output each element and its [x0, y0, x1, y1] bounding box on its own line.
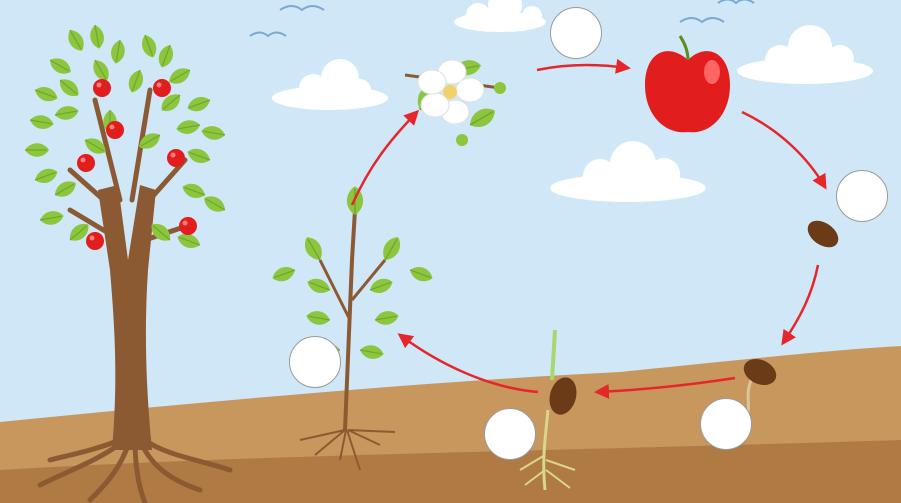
seedling-icon	[519, 329, 577, 491]
flower-icon	[404, 57, 506, 146]
cloud	[272, 59, 388, 110]
bird	[279, 5, 325, 12]
cloud	[550, 141, 706, 202]
cycle-arrows	[350, 58, 827, 399]
arrow-germination-to-seedling	[594, 376, 736, 399]
arrow-flower-to-fruit	[536, 58, 631, 74]
tree-trunk	[98, 185, 156, 450]
cloud	[454, 0, 546, 32]
stage-label-fruit[interactable]	[836, 170, 888, 222]
arrow-fruit-to-seed	[741, 110, 827, 190]
bird	[679, 17, 725, 24]
sapling-roots	[299, 429, 396, 471]
seed-icon	[807, 220, 839, 248]
sapling-icon	[269, 185, 436, 471]
stage-label-seedling[interactable]	[484, 408, 536, 460]
bird	[249, 31, 287, 38]
arrow-sapling-to-flower	[350, 109, 420, 206]
birds	[249, 0, 755, 38]
bird	[717, 0, 755, 5]
arrow-seed-to-germination	[781, 264, 820, 346]
stage-label-flowering[interactable]	[550, 7, 602, 59]
cloud	[737, 25, 873, 84]
ground-shade	[0, 440, 901, 503]
clouds	[272, 0, 873, 202]
apple-icon	[645, 35, 730, 133]
stage-label-germination[interactable]	[700, 398, 752, 450]
stage-label-sapling[interactable]	[289, 336, 341, 388]
arrow-seedling-to-sapling	[397, 333, 539, 394]
apple-tree	[24, 23, 233, 503]
